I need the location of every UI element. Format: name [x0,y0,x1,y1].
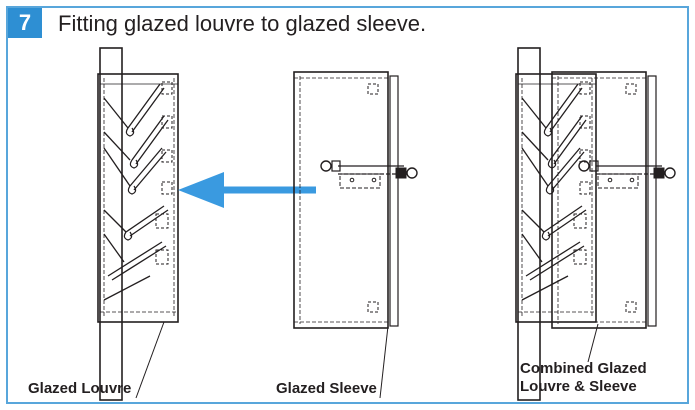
glazed-louvre-drawing [97,47,179,401]
caption-combined: Combined Glazed Louvre & Sleeve [520,360,647,396]
louvre-leader-line [135,321,165,399]
glazed-sleeve-drawing [293,71,418,329]
caption-combined-line2: Louvre & Sleeve [520,378,637,395]
step-title: Fitting glazed louvre to glazed sleeve. [58,11,427,36]
sleeve-leader-line [379,325,389,399]
arrow-left-icon [178,172,316,208]
caption-combined-line1: Combined Glazed [520,360,647,377]
diagram-frame [6,6,689,404]
step-number-badge: 7 [8,8,42,38]
caption-glazed-sleeve: Glazed Sleeve [276,380,377,397]
combined-leader-line [587,323,599,363]
combined-louvre-sleeve-drawing [515,47,676,401]
caption-glazed-louvre: Glazed Louvre [28,380,132,397]
